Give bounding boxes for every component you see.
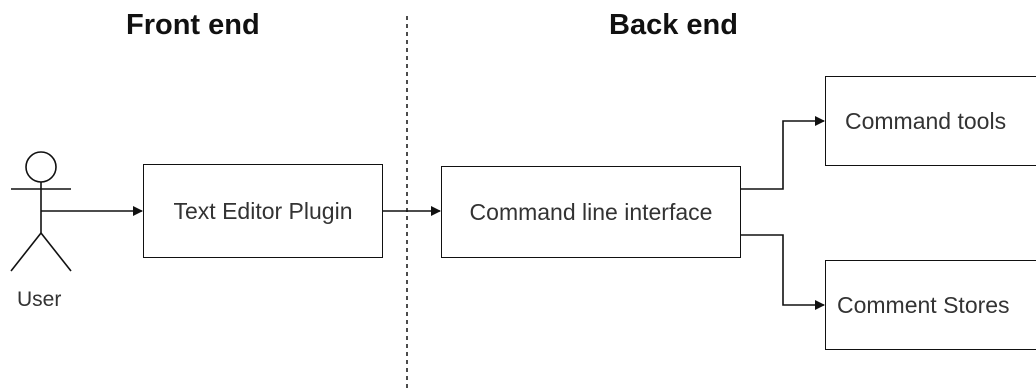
command-tools-node: Command tools [825,76,1036,166]
text-editor-plugin-node: Text Editor Plugin [143,164,383,258]
user-icon [10,151,72,272]
command-tools-label: Command tools [845,107,1007,134]
front-end-title: Front end [126,9,260,41]
comment-stores-node: Comment Stores [825,260,1036,350]
comment-stores-label: Comment Stores [837,291,1010,318]
back-end-title: Back end [609,9,738,41]
command-line-interface-label: Command line interface [469,198,713,225]
text-editor-plugin-label: Text Editor Plugin [173,197,353,224]
arrow-cli-to-stores [741,234,825,310]
arrow-cli-to-tools [741,116,825,190]
user-label: User [17,288,62,311]
command-line-interface-node: Command line interface [441,166,741,258]
